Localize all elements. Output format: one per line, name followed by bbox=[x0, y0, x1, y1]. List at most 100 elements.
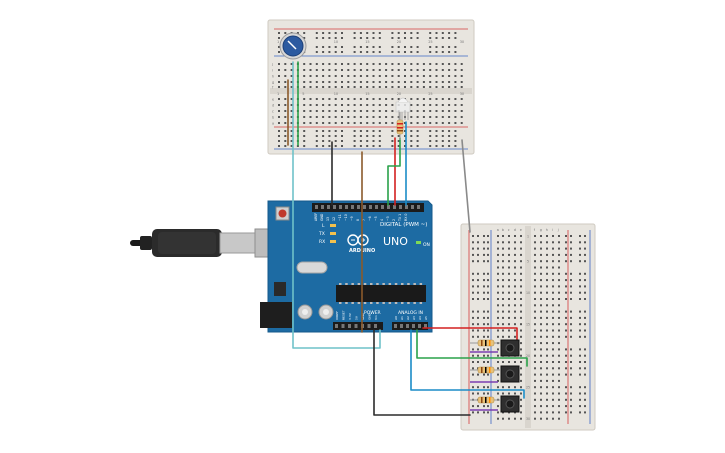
digital-pin[interactable] bbox=[399, 205, 402, 209]
hole bbox=[472, 373, 474, 376]
digital-pin[interactable] bbox=[357, 205, 360, 209]
digital-pin[interactable] bbox=[417, 205, 420, 209]
hole bbox=[487, 241, 489, 244]
hole bbox=[546, 348, 548, 351]
digital-pin[interactable] bbox=[363, 205, 366, 209]
hole bbox=[341, 46, 343, 48]
hole bbox=[546, 373, 548, 376]
analog-pin-label: A1 bbox=[400, 316, 404, 320]
digital-pin[interactable] bbox=[333, 205, 336, 209]
analog-pin[interactable] bbox=[424, 324, 427, 328]
hole bbox=[540, 298, 542, 300]
hole bbox=[584, 241, 586, 244]
hole bbox=[552, 285, 554, 288]
hole bbox=[435, 130, 438, 132]
hole bbox=[454, 116, 457, 118]
hole bbox=[378, 63, 381, 65]
hole bbox=[514, 323, 516, 326]
hole bbox=[416, 37, 419, 39]
hole bbox=[546, 247, 548, 250]
analog-pin[interactable] bbox=[418, 324, 421, 328]
digital-pin[interactable] bbox=[321, 205, 324, 209]
digital-pin[interactable] bbox=[339, 205, 342, 209]
digital-pin[interactable] bbox=[369, 205, 372, 209]
power-pin[interactable] bbox=[335, 324, 338, 328]
hole bbox=[404, 37, 406, 39]
digital-pin[interactable] bbox=[381, 205, 384, 209]
hole bbox=[472, 405, 474, 408]
hole bbox=[477, 241, 479, 244]
hole bbox=[584, 291, 586, 294]
hole bbox=[322, 116, 325, 118]
wire-blue-a2 bbox=[410, 329, 525, 399]
hole bbox=[584, 253, 586, 256]
hole bbox=[514, 279, 516, 282]
hole bbox=[534, 253, 536, 256]
hole bbox=[558, 348, 560, 351]
digital-pin[interactable] bbox=[375, 205, 378, 209]
hole bbox=[341, 135, 343, 137]
power-pin[interactable] bbox=[341, 324, 345, 328]
wires[interactable] bbox=[287, 61, 528, 416]
digital-pin[interactable] bbox=[393, 205, 396, 209]
power-pin[interactable] bbox=[354, 324, 358, 328]
hole bbox=[341, 69, 343, 71]
resistors[interactable] bbox=[396, 112, 500, 404]
hole bbox=[448, 32, 451, 34]
hole bbox=[497, 235, 499, 237]
hole bbox=[584, 392, 586, 395]
hole bbox=[520, 285, 522, 288]
hole bbox=[565, 253, 567, 256]
digital-pin[interactable] bbox=[315, 205, 318, 209]
hole bbox=[558, 298, 560, 300]
hole bbox=[347, 75, 350, 77]
hole bbox=[334, 63, 337, 65]
hole bbox=[315, 69, 318, 71]
digital-pin[interactable] bbox=[405, 205, 408, 209]
hole bbox=[441, 145, 444, 147]
digital-pin[interactable] bbox=[327, 205, 330, 209]
hole bbox=[372, 98, 375, 100]
analog-pin[interactable] bbox=[406, 324, 409, 328]
digital-pin[interactable] bbox=[351, 205, 354, 209]
analog-pin[interactable] bbox=[400, 324, 403, 328]
hole bbox=[460, 81, 463, 83]
dc-power-jack bbox=[260, 302, 292, 328]
hole bbox=[448, 104, 451, 106]
breadboard-top[interactable]: 115510101515202025253030jihgfedcba bbox=[267, 19, 475, 155]
pushbuttons[interactable] bbox=[500, 339, 520, 413]
digital-pin[interactable] bbox=[411, 205, 414, 209]
hole bbox=[497, 417, 499, 420]
hole bbox=[552, 253, 554, 256]
hole bbox=[520, 298, 522, 300]
hole bbox=[514, 329, 516, 332]
analog-header bbox=[392, 322, 428, 330]
power-pin[interactable] bbox=[367, 324, 371, 328]
potentiometer[interactable] bbox=[279, 32, 307, 60]
hole bbox=[410, 116, 413, 118]
purple-jumpers[interactable] bbox=[470, 351, 498, 411]
power-pin[interactable] bbox=[348, 324, 351, 328]
hole bbox=[359, 110, 362, 112]
hole bbox=[570, 361, 572, 363]
hole bbox=[579, 323, 581, 326]
hole bbox=[508, 361, 510, 363]
digital-pin[interactable] bbox=[387, 205, 390, 209]
digital-pin[interactable] bbox=[345, 205, 348, 209]
analog-pin[interactable] bbox=[412, 324, 415, 328]
hole bbox=[448, 46, 451, 48]
hole bbox=[579, 329, 581, 332]
power-pin[interactable] bbox=[374, 324, 377, 328]
hole bbox=[540, 247, 542, 250]
hole bbox=[520, 279, 522, 282]
analog-pin[interactable] bbox=[394, 324, 397, 328]
rgb-led[interactable] bbox=[395, 97, 411, 120]
hole bbox=[552, 323, 554, 326]
hole bbox=[584, 367, 586, 370]
hole bbox=[520, 310, 522, 313]
hole bbox=[477, 329, 479, 332]
pushbutton-1 bbox=[500, 339, 520, 357]
usb-cable[interactable] bbox=[130, 228, 289, 258]
